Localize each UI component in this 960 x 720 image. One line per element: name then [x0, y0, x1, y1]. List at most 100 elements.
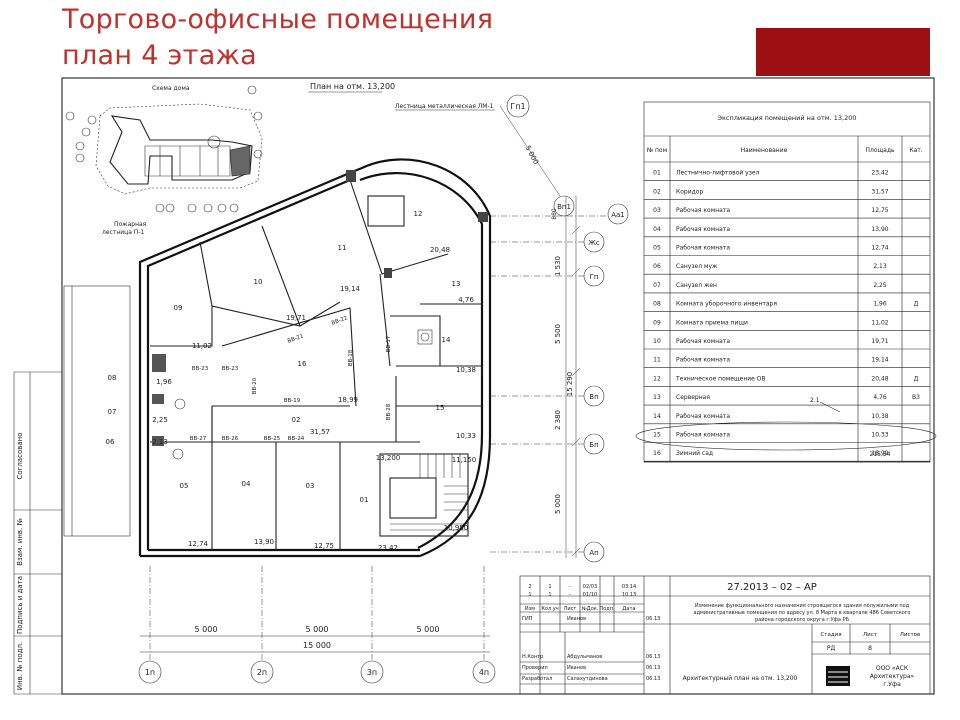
title-line-2: план 4 этажа [62, 40, 258, 71]
explication-room-name: Санузел жен [676, 282, 717, 289]
explication-cell: 10,38 [871, 413, 888, 420]
signature-cell: Проверил [522, 665, 548, 671]
opening-tag: ВВ-19 [284, 398, 301, 404]
room-numbers: 01 02 03 04 05 06 07 08 09 10 11 12 13 1… [106, 210, 461, 504]
room-number: 14 [442, 336, 451, 344]
explication-cell: 04 [653, 226, 661, 233]
opening-tag: ВВ-25 [264, 436, 281, 442]
explication-room-name: Рабочая комната [676, 226, 730, 233]
room-number: 06 [106, 438, 115, 446]
stair-label: Лестница металлическая ЛМ-1 [395, 103, 494, 110]
axis-label: Гп [590, 273, 599, 281]
explication-cell: 10,33 [871, 432, 888, 439]
building-walls [63, 158, 492, 558]
dim-right-total: 15 290 [566, 372, 574, 397]
explication-room-name: Рабочая комната [676, 245, 730, 252]
room-number: 02 [292, 416, 301, 424]
explication-header: № пом [647, 147, 667, 154]
room-area: 11,02 [192, 342, 212, 350]
explication-title: Экспликация помещений на отм. 13,200 [717, 114, 856, 122]
signature-cell: Н.Контр [522, 654, 543, 660]
opening-tag: ВВ-26 [222, 436, 239, 442]
explication-cell: 06 [653, 263, 661, 270]
accent-block [756, 28, 930, 76]
revision-header: Лист [564, 606, 577, 612]
room-area: 10,38 [456, 366, 476, 374]
revision-cell: - [569, 592, 571, 598]
explication-cell: В3 [912, 394, 920, 401]
room-number: 16 [298, 360, 307, 368]
room-number: 05 [180, 482, 189, 490]
explication-cell: 31,57 [871, 188, 888, 195]
level-mark: 10,950 [444, 524, 469, 532]
company-name: г.Уфа [883, 681, 901, 688]
axis-label: 3п [367, 668, 377, 677]
explication-room-name: Техническое помещение ОВ [675, 375, 766, 382]
revision-cell: 1 [548, 584, 551, 590]
explication-cell: Д [914, 301, 919, 308]
room-number: 09 [174, 304, 183, 312]
signature-cell: Салахутдинова [567, 676, 608, 682]
opening-tag: ВВ-21 [287, 333, 305, 344]
dim-bottom-3: 5 000 [417, 625, 440, 634]
stage-value: 8 [868, 645, 872, 652]
sheet-frame [61, 77, 935, 695]
explication-cell: 14 [653, 413, 661, 420]
room-number: 11 [338, 244, 347, 252]
axis-label: Аа1 [611, 211, 625, 219]
scheme-label: Схема дома [152, 85, 190, 92]
room-area: 31,57 [310, 428, 330, 436]
axis-bubble [506, 94, 530, 118]
slide-title: Торгово-офисные помещения план 4 этажа [62, 2, 493, 74]
right-dimension-chain: 1 530 5 500 2 380 5 000 15 290 5 000 880 [499, 105, 581, 558]
revision-cell: 1 [528, 592, 531, 598]
explication-cell: 11,02 [871, 319, 888, 326]
axis-label: 2п [257, 668, 267, 677]
explication-room-name: Рабочая комната [676, 207, 730, 214]
explication-table: Экспликация помещений на отм. 13,200 № п… [635, 101, 937, 463]
opening-tag: ВВ-18 [348, 349, 354, 366]
room-number: 08 [108, 374, 117, 382]
room-number: 15 [436, 404, 445, 412]
room-number: 07 [108, 408, 117, 416]
bottom-dimensions: 5 000 5 000 5 000 15 000 1п 2п 3п 4п [138, 566, 496, 684]
revision-header: Дата [623, 606, 636, 612]
signature-cell: ГИП [522, 616, 533, 622]
stage-header: Листов [900, 632, 921, 638]
room-number: 01 [360, 496, 369, 504]
dim-right-1: 1 530 [554, 256, 562, 276]
opening-tag: ВВ-20 [252, 377, 258, 394]
explication-room-name: Рабочая комната [676, 338, 730, 345]
explication-cell: 12,75 [871, 207, 888, 214]
revision-cell: 10.13 [622, 592, 636, 598]
room-area: 13,90 [254, 538, 274, 546]
title-block: 27.2013 – 02 – АР Изменение функциональн… [519, 575, 931, 695]
right-axes: Гп1 Вп1 Аа1 Жс Гп Вп Бп Ап [490, 94, 629, 563]
room-area: 19,14 [340, 285, 361, 293]
explication-room-name: Серверная [676, 394, 710, 401]
signature-cell: 06.13 [646, 654, 660, 660]
explication-cell: 23,42 [871, 170, 888, 177]
site-scheme [65, 85, 263, 213]
explication-cell: 02 [653, 188, 661, 195]
dim-bottom-1: 5 000 [195, 625, 218, 634]
plan-heading: План на отм. 13,200 [310, 82, 395, 91]
dim-right-3: 2 380 [554, 410, 562, 430]
explication-room-name: Рабочая комната [676, 432, 730, 439]
explication-cell: 12,74 [871, 245, 888, 252]
explication-header: Наименование [741, 147, 788, 154]
project-description: Изменение функционального назначения стр… [695, 603, 910, 609]
room-area: 23,42 [378, 544, 398, 552]
revision-header: Изм [525, 606, 535, 612]
project-description: административные помещения по адресу ул.… [694, 610, 911, 616]
opening-tag: ВВ-28 [386, 403, 392, 420]
explication-cell: 05 [653, 245, 661, 252]
explication-cell: 13,90 [871, 226, 888, 233]
highlight-ellipse [635, 421, 937, 451]
room-area: 1,96 [156, 378, 172, 386]
axis-label: Вп1 [557, 203, 571, 211]
explication-room-name: Комната приема пищи [676, 319, 748, 326]
room-area: 18,99 [338, 396, 358, 404]
floor-plan-drawing: Согласовано Взам. инв. № Подпись и дата … [13, 77, 937, 695]
explication-cell: 2,13 [873, 263, 887, 270]
